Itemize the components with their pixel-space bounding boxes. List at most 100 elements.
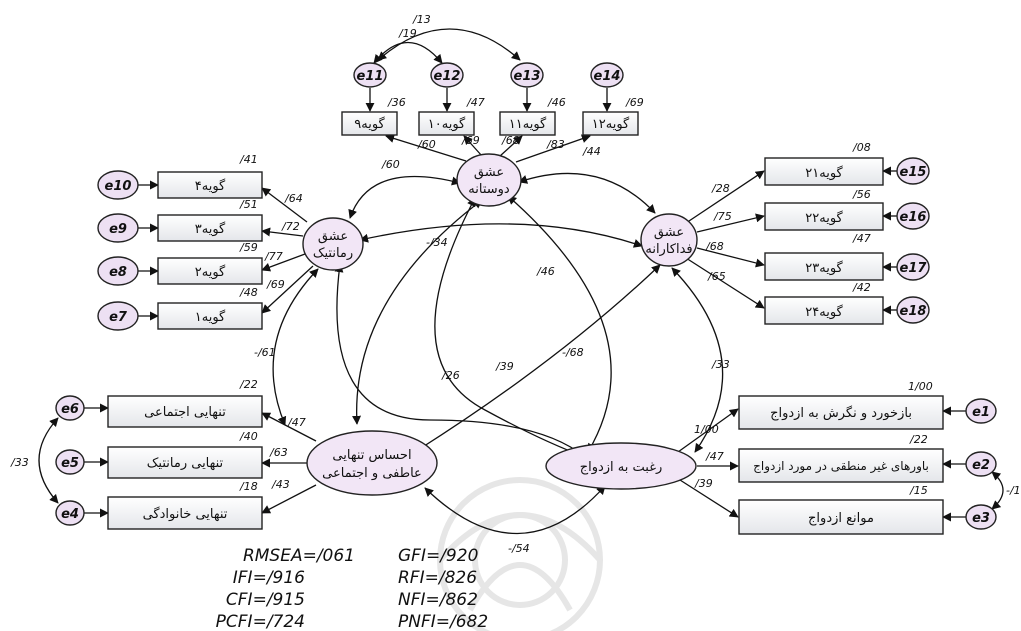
svg-text:عشق: عشق	[474, 165, 504, 180]
coef-r2-item21: /08	[852, 141, 871, 154]
svg-text:e4: e4	[61, 507, 79, 522]
svg-text:e12: e12	[434, 69, 461, 84]
svg-text:فداکارانه: فداکارانه	[645, 242, 692, 257]
coef-load-social-loneliness: /47	[287, 416, 306, 429]
svg-text:e7: e7	[109, 310, 128, 325]
coef-load-item10: /69	[461, 134, 480, 147]
svg-text:گویه۹: گویه۹	[354, 116, 385, 132]
coefficient-labels: /36 /47 /46 /69 /13 /19 /60 /69 /68 /83 …	[10, 13, 1021, 555]
coef-r2-item2: /59	[239, 241, 258, 254]
svg-text:بازخورد و نگرش به ازدواج: بازخورد و نگرش به ازدواج	[770, 405, 912, 421]
svg-text:تنهایی اجتماعی: تنهایی اجتماعی	[144, 405, 226, 420]
indicator-item10: گویه۱۰	[418, 111, 475, 136]
error-e10: e10	[97, 170, 139, 200]
indicator-item22: گویه۲۲	[764, 202, 884, 231]
error-e1: e1	[965, 398, 997, 424]
coef-r2-item24: /42	[852, 281, 871, 294]
svg-text:گویه۱۲: گویه۱۲	[592, 116, 630, 132]
indicator-item9: گویه۹	[341, 111, 398, 136]
watermark	[437, 477, 603, 631]
indicator-item3: گویه۳	[157, 214, 263, 242]
coef-cov-loneliness-marriage: -/54	[508, 542, 530, 555]
coef-load-item21: /28	[711, 182, 730, 195]
svg-text:e11: e11	[357, 69, 384, 84]
error-e4: e4	[55, 500, 85, 526]
coef-r2-item4: /41	[239, 153, 258, 166]
coef-load-barriers: /39	[694, 477, 713, 490]
svg-text:گویه۲۱: گویه۲۱	[805, 165, 843, 181]
svg-text:e16: e16	[900, 210, 927, 225]
coef-r2-item23: /47	[852, 232, 871, 245]
svg-text:e2: e2	[972, 458, 990, 473]
fit-rfi: RFI=/826	[398, 568, 477, 588]
error-e18: e18	[896, 296, 930, 324]
coef-r2-attitude: 1/00	[908, 380, 933, 393]
indicator-item12: گویه۱۲	[582, 111, 639, 136]
svg-text:e15: e15	[900, 165, 927, 180]
fit-cfi: CFI=/915	[226, 590, 305, 610]
coef-r2-item1: /48	[239, 286, 258, 299]
fit-rmsea: RMSEA=/061	[243, 546, 355, 566]
fit-ifi: IFI=/916	[233, 568, 305, 588]
svg-text:گویه۳: گویه۳	[195, 221, 226, 237]
coef-load-item4: /64	[284, 192, 303, 205]
svg-text:e8: e8	[109, 265, 127, 280]
indicator-item1: گویه۱	[157, 302, 263, 330]
coef-load-item3: /72	[281, 220, 300, 233]
svg-text:عشق: عشق	[654, 225, 684, 240]
svg-text:e17: e17	[900, 261, 928, 276]
coef-load-item9: /60	[417, 138, 436, 151]
indicator-social-loneliness: تنهایی اجتماعی	[107, 395, 263, 428]
coef-r2-item12: /69	[625, 96, 644, 109]
svg-text:گویه۲۴: گویه۲۴	[805, 304, 843, 320]
error-e5: e5	[55, 449, 85, 475]
svg-text:e1: e1	[972, 405, 990, 420]
coef-cov-e4-e6: /33	[10, 456, 29, 469]
coef-cov-friendship-loneliness: /26	[441, 369, 460, 382]
error-e11: e11	[353, 62, 387, 88]
error-e9: e9	[97, 213, 139, 243]
svg-text:e10: e10	[105, 179, 132, 194]
fit-pnfi: PNFI=/682	[398, 612, 488, 631]
svg-text:e9: e9	[109, 222, 127, 237]
svg-text:رمانتیک: رمانتیک	[313, 246, 353, 261]
latent-emotional-social-loneliness: احساس تنهایی عاطفی و اجتماعی	[306, 430, 438, 496]
indicator-attitude-to-marriage: بازخورد و نگرش به ازدواج	[738, 395, 944, 430]
error-e7: e7	[97, 301, 139, 331]
coef-r2-item3: /51	[239, 198, 258, 211]
coef-load-item1: /69	[266, 278, 285, 291]
svg-text:احساس تنهایی: احساس تنهایی	[332, 448, 411, 463]
indicator-romantic-loneliness: تنهایی رمانتیک	[107, 446, 263, 479]
error-e16: e16	[896, 202, 930, 230]
error-e14: e14	[590, 62, 624, 88]
svg-text:گویه۴: گویه۴	[195, 178, 226, 194]
indicator-item11: گویه۱۱	[499, 111, 556, 136]
coef-r2-romantic-loneliness: /40	[239, 430, 258, 443]
indicator-item23: گویه۲۳	[764, 252, 884, 281]
coef-load-item24: /65	[707, 270, 726, 283]
svg-text:تنهایی رمانتیک: تنهایی رمانتیک	[147, 456, 224, 471]
svg-text:گویه۲۳: گویه۲۳	[805, 260, 843, 276]
coef-load-item12b: /44	[582, 145, 601, 158]
coef-cov-e2-e3: -/1	[1006, 484, 1021, 497]
svg-text:عاطفی و اجتماعی: عاطفی و اجتماعی	[322, 466, 422, 481]
coef-load-attitude: 1/00	[694, 423, 719, 436]
coef-load-family-loneliness: /43	[271, 478, 290, 491]
coef-r2-item11: /46	[547, 96, 566, 109]
coef-r2-social-loneliness: /22	[239, 378, 258, 391]
coef-cov-romantic-loneliness: -/61	[254, 346, 276, 359]
indicator-item2: گویه۲	[157, 257, 263, 285]
coef-cov-e11-e13: /13	[412, 13, 431, 26]
coef-load-item2: /77	[264, 250, 283, 263]
coef-r2-item9: /36	[387, 96, 406, 109]
coef-load-item22: /75	[713, 210, 732, 223]
error-e13: e13	[510, 62, 544, 88]
coef-load-item12: /83	[546, 138, 565, 151]
latent-variables: عشق دوستانه عشق رمانتیک عشق فداکارانه اح…	[302, 153, 698, 496]
error-e17: e17	[896, 253, 930, 281]
indicator-item4: گویه۴	[157, 171, 263, 199]
coef-cov-e11-e12: /19	[398, 27, 417, 40]
svg-text:رغبت به ازدواج: رغبت به ازدواج	[580, 460, 663, 475]
svg-text:تنهایی خانوادگی: تنهایی خانوادگی	[143, 506, 228, 522]
svg-text:گویه۱۰: گویه۱۰	[428, 116, 466, 132]
